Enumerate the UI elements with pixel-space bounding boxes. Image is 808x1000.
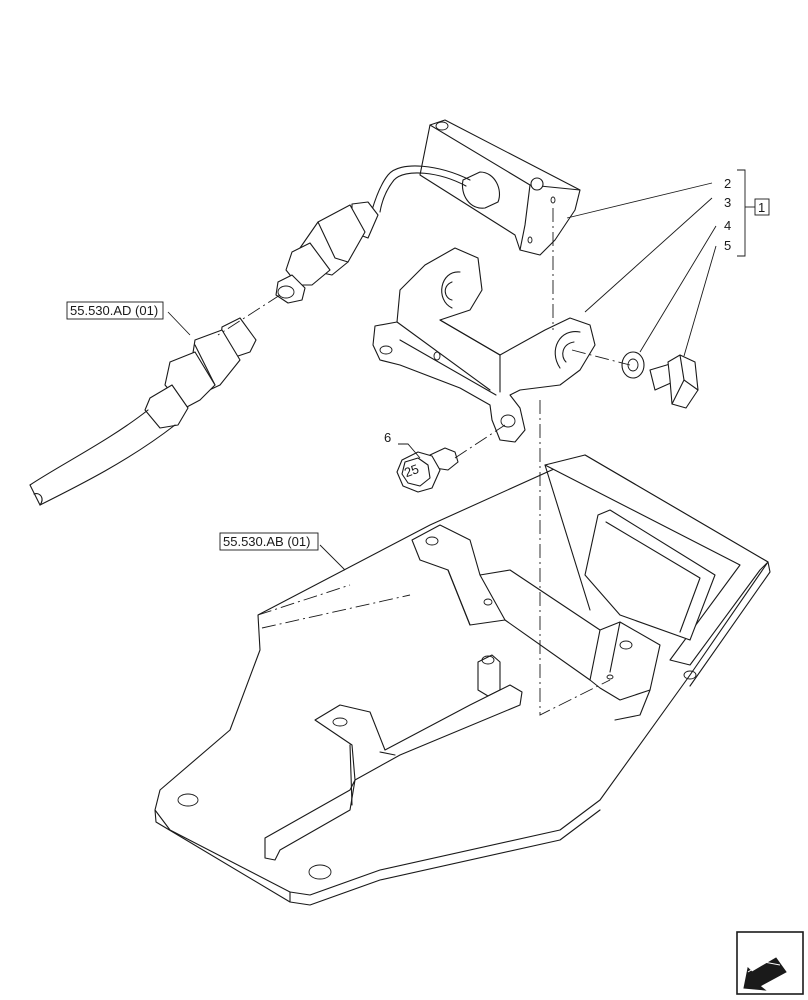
screw-marking: 25 [402,461,421,480]
callout-6: 6 [384,430,391,445]
cable-harness [29,317,257,506]
sensor-bracket [372,247,596,443]
callout-labels: 2 3 4 5 6 1 25 [384,176,770,480]
washer [621,351,645,379]
callout-5: 5 [724,238,731,253]
reference-plate[interactable]: 55.530.AB (01) [219,532,319,551]
next-page-arrow-icon[interactable] [736,931,804,995]
callout-4: 4 [724,218,731,233]
mounting-plate [154,454,771,906]
leader-lines [167,169,755,571]
flange-screw [396,447,459,493]
sensor-unit [275,119,581,304]
callout-3: 3 [724,195,731,210]
callout-2: 2 [724,176,731,191]
hex-bolt [649,354,699,409]
group-box-frame [754,198,770,216]
reference-cable-label: 55.530.AD (01) [70,303,158,318]
assembly-centerlines [217,208,631,716]
reference-plate-label: 55.530.AB (01) [223,534,310,549]
group-box-label: 1 [758,200,765,215]
reference-cable[interactable]: 55.530.AD (01) [66,301,164,320]
